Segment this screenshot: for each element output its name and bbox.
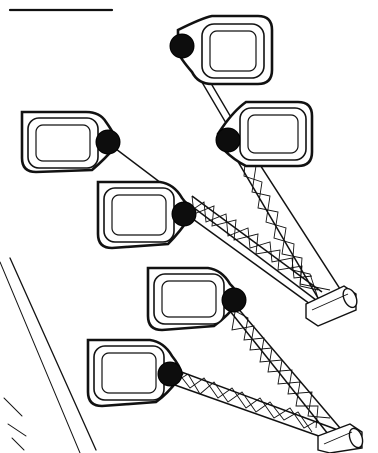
pad-lower bbox=[86, 338, 184, 408]
pad-top bbox=[176, 14, 274, 86]
background-line-1 bbox=[9, 257, 97, 451]
pad-right-middle bbox=[216, 100, 314, 168]
background-hatch-1 bbox=[3, 397, 23, 417]
truss-lower-lower bbox=[171, 369, 339, 441]
joint-left-middle bbox=[95, 129, 121, 155]
truss-lower-upper bbox=[225, 305, 341, 435]
upper-head bbox=[305, 285, 358, 327]
joint-lower bbox=[157, 361, 183, 387]
joint-right-middle bbox=[215, 127, 241, 153]
background-line-2 bbox=[0, 261, 81, 453]
joint-top bbox=[169, 33, 195, 59]
pad-center bbox=[96, 180, 194, 250]
background-hatch-2 bbox=[7, 423, 27, 437]
truss-upper-left bbox=[111, 145, 323, 305]
pad-lower-upper bbox=[146, 266, 242, 332]
pad-left-middle bbox=[20, 110, 120, 174]
lower-head bbox=[317, 423, 364, 453]
background-hatch-3 bbox=[11, 437, 25, 451]
joint-center bbox=[171, 201, 197, 227]
joint-lower-upper bbox=[221, 287, 247, 313]
